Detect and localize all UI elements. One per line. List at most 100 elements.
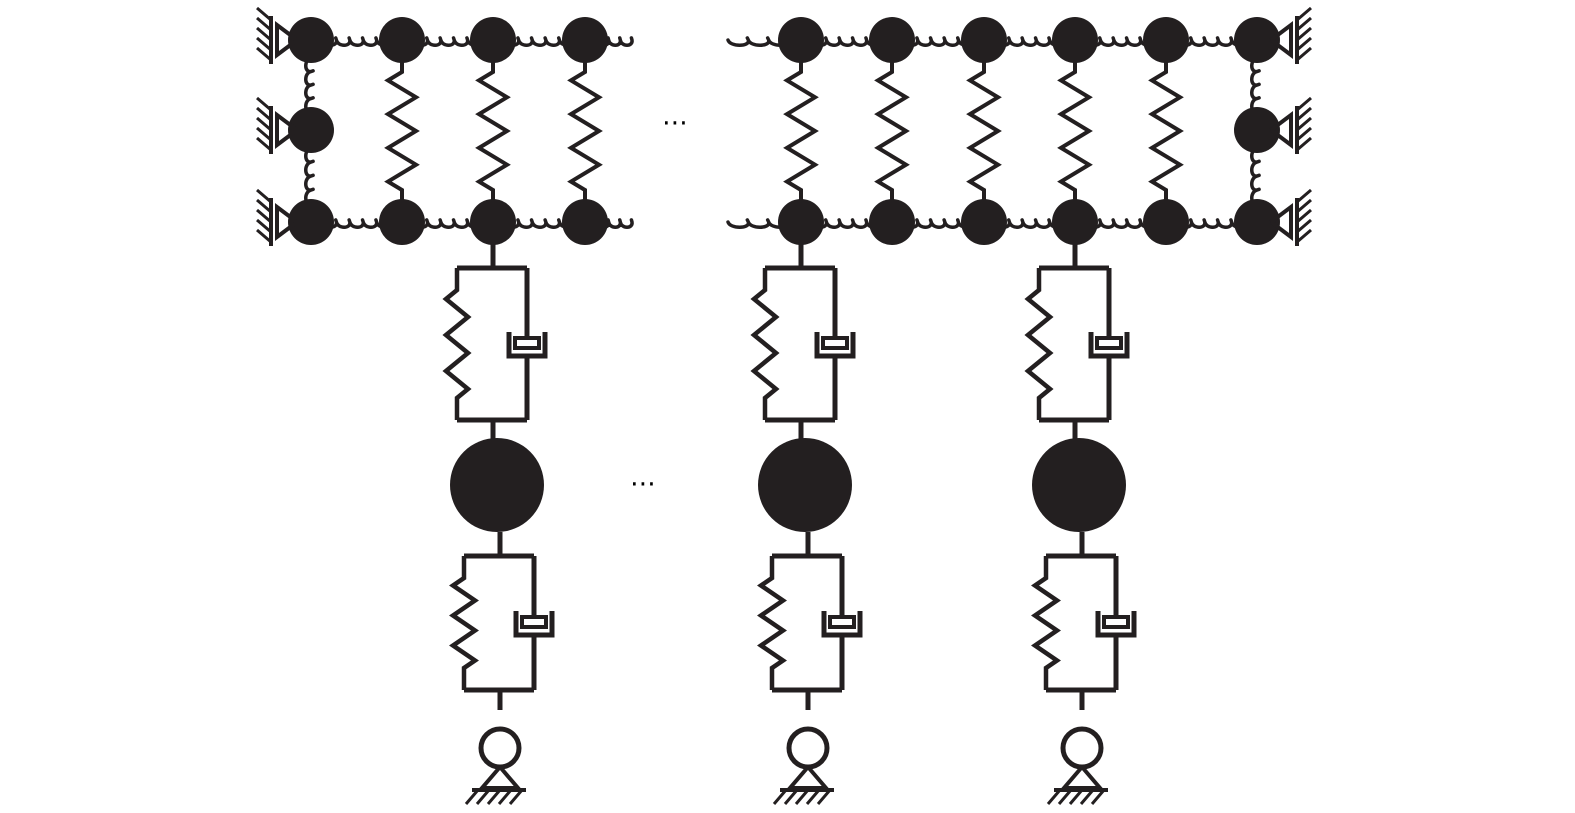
left-wall-anchor: [256, 188, 299, 246]
bottom-row-node: [1052, 199, 1098, 245]
anchor-hatch: [256, 106, 272, 122]
ellipsis-bottom: ⋯: [630, 469, 660, 499]
top-row-node: [1052, 17, 1098, 63]
anchor-hatch: [256, 126, 272, 142]
anchor-triangle: [1269, 111, 1293, 149]
ground-hatch: [1057, 789, 1073, 805]
suspended-mass: [1032, 438, 1126, 532]
anchor-triangle: [275, 203, 299, 241]
ground-hatch: [497, 789, 513, 805]
vertical-zigzag-spring: [567, 58, 603, 204]
kelvin-spring: [1031, 556, 1061, 690]
ground-hatch: [783, 789, 799, 805]
top-row-node: [470, 17, 516, 63]
kelvin-spring: [1024, 268, 1054, 420]
ground-pivot-support: [1046, 726, 1108, 805]
anchor-hatch: [1296, 106, 1312, 122]
ground-hatch: [805, 789, 821, 805]
anchor-hatch: [1296, 218, 1312, 234]
anchor-hatch: [1296, 16, 1312, 32]
ground-hatch: [464, 789, 480, 805]
lower-kelvin-voigt-element: [1031, 532, 1137, 710]
wall-coil-spring-left: [304, 146, 315, 206]
anchor-hatch: [1296, 228, 1312, 244]
horizontal-coil-spring-open: [595, 218, 634, 229]
anchor-hatch: [1296, 208, 1312, 224]
vertical-zigzag-spring: [783, 58, 819, 204]
top-row-node: [379, 17, 425, 63]
lower-kelvin-voigt-element: [757, 532, 863, 710]
damper-piston: [513, 336, 541, 350]
vertical-zigzag-spring: [475, 58, 511, 204]
suspended-mass: [450, 438, 544, 532]
upper-kelvin-voigt-element: [1024, 244, 1130, 440]
anchor-hatch: [1296, 198, 1312, 214]
anchor-triangle: [275, 21, 299, 59]
left-wall-anchor: [256, 96, 299, 154]
pivot-triangle: [785, 765, 831, 790]
ground-hatch: [486, 789, 502, 805]
pivot-circle: [478, 726, 522, 770]
ground-pivot-support: [772, 726, 834, 805]
anchor-hatch: [1296, 126, 1312, 142]
bottom-row-node: [1234, 199, 1280, 245]
vertical-zigzag-spring: [874, 58, 910, 204]
anchor-triangle: [275, 111, 299, 149]
top-row-node: [1234, 17, 1280, 63]
anchor-hatch: [256, 198, 272, 214]
kelvin-spring: [449, 556, 479, 690]
ground-hatch: [816, 789, 832, 805]
horizontal-coil-spring-open: [595, 36, 634, 47]
right-wall-middle-node: [1234, 107, 1280, 153]
bottom-row-node: [1143, 199, 1189, 245]
upper-kelvin-voigt-element: [750, 244, 856, 440]
anchor-triangle: [1269, 21, 1293, 59]
pivot-triangle: [477, 765, 523, 790]
anchor-triangle: [1269, 203, 1293, 241]
mass-layer: [288, 17, 1280, 532]
bottom-row-node: [288, 199, 334, 245]
kelvin-spring: [750, 268, 780, 420]
damper-piston: [520, 615, 548, 629]
lower-kelvin-voigt-element: [449, 532, 555, 710]
anchor-hatch: [256, 36, 272, 52]
ground-hatch: [1046, 789, 1062, 805]
top-row-node: [961, 17, 1007, 63]
bottom-row-node: [869, 199, 915, 245]
anchor-hatch: [1296, 136, 1312, 152]
anchor-hatch: [256, 26, 272, 42]
vertical-zigzag-spring: [966, 58, 1002, 204]
ellipsis-top: ⋯: [662, 108, 692, 138]
ground-hatch: [508, 789, 524, 805]
ground-hatch: [1090, 789, 1106, 805]
top-row-node: [1143, 17, 1189, 63]
right-wall-anchor: [1269, 188, 1312, 246]
damper-piston: [821, 336, 849, 350]
bottom-row-node: [961, 199, 1007, 245]
ground-pivot-support: [464, 726, 526, 805]
bottom-row-node: [379, 199, 425, 245]
left-wall-anchor: [256, 6, 299, 64]
pivot-circle: [1060, 726, 1104, 770]
top-row-node: [869, 17, 915, 63]
wall-coil-spring-left: [304, 56, 315, 114]
bottom-row-node: [778, 199, 824, 245]
wall-coil-spring-right: [1250, 146, 1261, 206]
anchor-hatch: [1296, 26, 1312, 42]
anchor-hatch: [256, 218, 272, 234]
anchor-hatch: [256, 116, 272, 132]
anchor-hatch: [1296, 96, 1312, 112]
anchor-hatch: [256, 6, 272, 22]
anchor-hatch: [256, 228, 272, 244]
anchor-hatch: [1296, 6, 1312, 22]
wall-coil-spring-right: [1250, 56, 1261, 114]
anchor-hatch: [256, 136, 272, 152]
ground-hatch: [772, 789, 788, 805]
right-wall-anchor: [1269, 6, 1312, 64]
damper-piston: [1095, 336, 1123, 350]
bottom-row-node: [562, 199, 608, 245]
anchor-hatch: [1296, 36, 1312, 52]
support-layer: [256, 6, 1312, 805]
anchor-hatch: [1296, 188, 1312, 204]
